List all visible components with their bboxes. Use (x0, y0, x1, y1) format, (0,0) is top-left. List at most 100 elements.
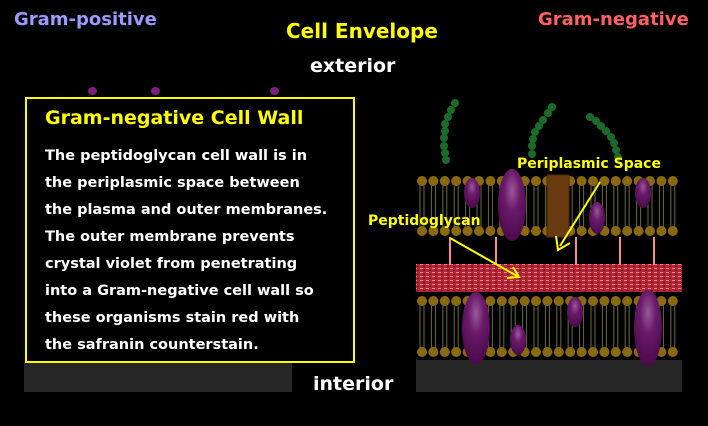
lipid-head (496, 347, 507, 357)
lps-bead (614, 153, 622, 161)
lps-bead (535, 122, 543, 130)
lipid-head (565, 347, 576, 357)
lipid-head (622, 296, 633, 306)
lipid-head (667, 296, 678, 306)
lipid-head (474, 226, 484, 236)
membrane-protein (634, 290, 662, 366)
lps-bead (440, 134, 448, 142)
arrow-head-icon (555, 235, 571, 252)
lps-bead (607, 133, 615, 141)
lipid-head (439, 347, 450, 357)
info-line: the periplasmic space between (45, 175, 300, 191)
lipid-head (485, 226, 496, 236)
info-box: Gram-negative Cell Wall The peptidoglyca… (25, 97, 355, 363)
lipid-head (588, 296, 598, 306)
lipid-head (656, 296, 667, 306)
lipid-head (451, 176, 462, 186)
lps-bead (447, 106, 455, 114)
lps-bead (441, 120, 449, 128)
lps-bead (586, 113, 594, 121)
lipid-head (428, 296, 439, 306)
lipid-head (610, 226, 621, 236)
lipid-head (485, 347, 496, 357)
lipid-head (599, 176, 610, 186)
protein-dot (151, 87, 160, 95)
membrane-protein (464, 178, 480, 208)
lps-bead (529, 135, 537, 143)
lipid-head (485, 296, 496, 306)
gram-negative-label: Gram-negative (538, 9, 689, 30)
lps-bead (442, 156, 450, 164)
lps-bead (592, 117, 600, 125)
periplasm-arrow (559, 181, 601, 247)
peptidoglycan-layer (416, 264, 682, 292)
info-line: the safranin counterstain. (45, 337, 259, 353)
info-line: crystal violet from penetrating (45, 256, 298, 272)
lipid-head (553, 296, 564, 306)
lipid-head (633, 226, 644, 236)
page-title: Cell Envelope (286, 19, 438, 43)
lipid-head (428, 176, 439, 186)
protein-dot (88, 87, 97, 95)
lipid-head (519, 296, 530, 306)
lipid-head (508, 296, 519, 306)
lipid-head (439, 226, 450, 236)
interior-label: interior (313, 373, 394, 395)
lipid-head (610, 176, 621, 186)
lipid-head (588, 176, 598, 186)
lipid-head (496, 296, 507, 306)
lipid-head (610, 296, 621, 306)
lipid-head (439, 296, 450, 306)
lipid-head (576, 226, 587, 236)
gram-positive-label: Gram-positive (14, 9, 157, 30)
info-line: The outer membrane prevents (45, 229, 295, 245)
lipid-head (622, 176, 633, 186)
lipid-head (531, 226, 541, 236)
info-line: the plasma and outer membranes. (45, 202, 328, 218)
lipid-head (417, 226, 427, 236)
lipid-head (462, 226, 473, 236)
periplasmic-space-label: Periplasmic Space (517, 156, 661, 172)
lipid-head (451, 347, 462, 357)
lipid-head (599, 347, 610, 357)
lipid-head (531, 347, 541, 357)
lipid-head (485, 176, 496, 186)
lipid-head (576, 176, 587, 186)
lipopolysaccharide-chains (440, 99, 622, 164)
lipid-head (531, 176, 541, 186)
membranes (417, 176, 678, 357)
membrane-protein (589, 202, 605, 234)
lipid-head (553, 347, 564, 357)
lipid-head (656, 176, 667, 186)
peptidoglycan-label: Peptidoglycan (368, 213, 481, 229)
lps-bead (602, 127, 610, 135)
info-line: into a Gram-negative cell wall so (45, 283, 314, 299)
protein-dot (270, 87, 279, 95)
lipid-head (622, 226, 633, 236)
lipid-head (645, 226, 655, 236)
membrane-protein (498, 169, 526, 241)
lipid-head (428, 226, 439, 236)
porin-channel (546, 174, 570, 238)
lipid-head (576, 347, 587, 357)
lipid-head (417, 176, 427, 186)
lipid-head (451, 296, 462, 306)
lipid-head (667, 226, 678, 236)
membrane-protein (635, 178, 651, 208)
lipid-head (667, 176, 678, 186)
lps-bead (444, 113, 452, 121)
lps-bead (531, 128, 539, 136)
lps-bead (544, 109, 552, 117)
membrane-protein (462, 292, 490, 364)
lipid-head (417, 347, 427, 357)
membrane-protein (567, 297, 583, 327)
info-box-title: Gram-negative Cell Wall (45, 107, 304, 129)
cytoplasm-base (416, 360, 682, 392)
lps-bead (441, 127, 449, 135)
lipid-head (428, 347, 439, 357)
lipid-head (417, 296, 427, 306)
membrane-protein (510, 325, 526, 355)
info-line: The peptidoglycan cell wall is in (45, 148, 308, 164)
info-box-body: The peptidoglycan cell wall is in the pe… (45, 143, 327, 359)
